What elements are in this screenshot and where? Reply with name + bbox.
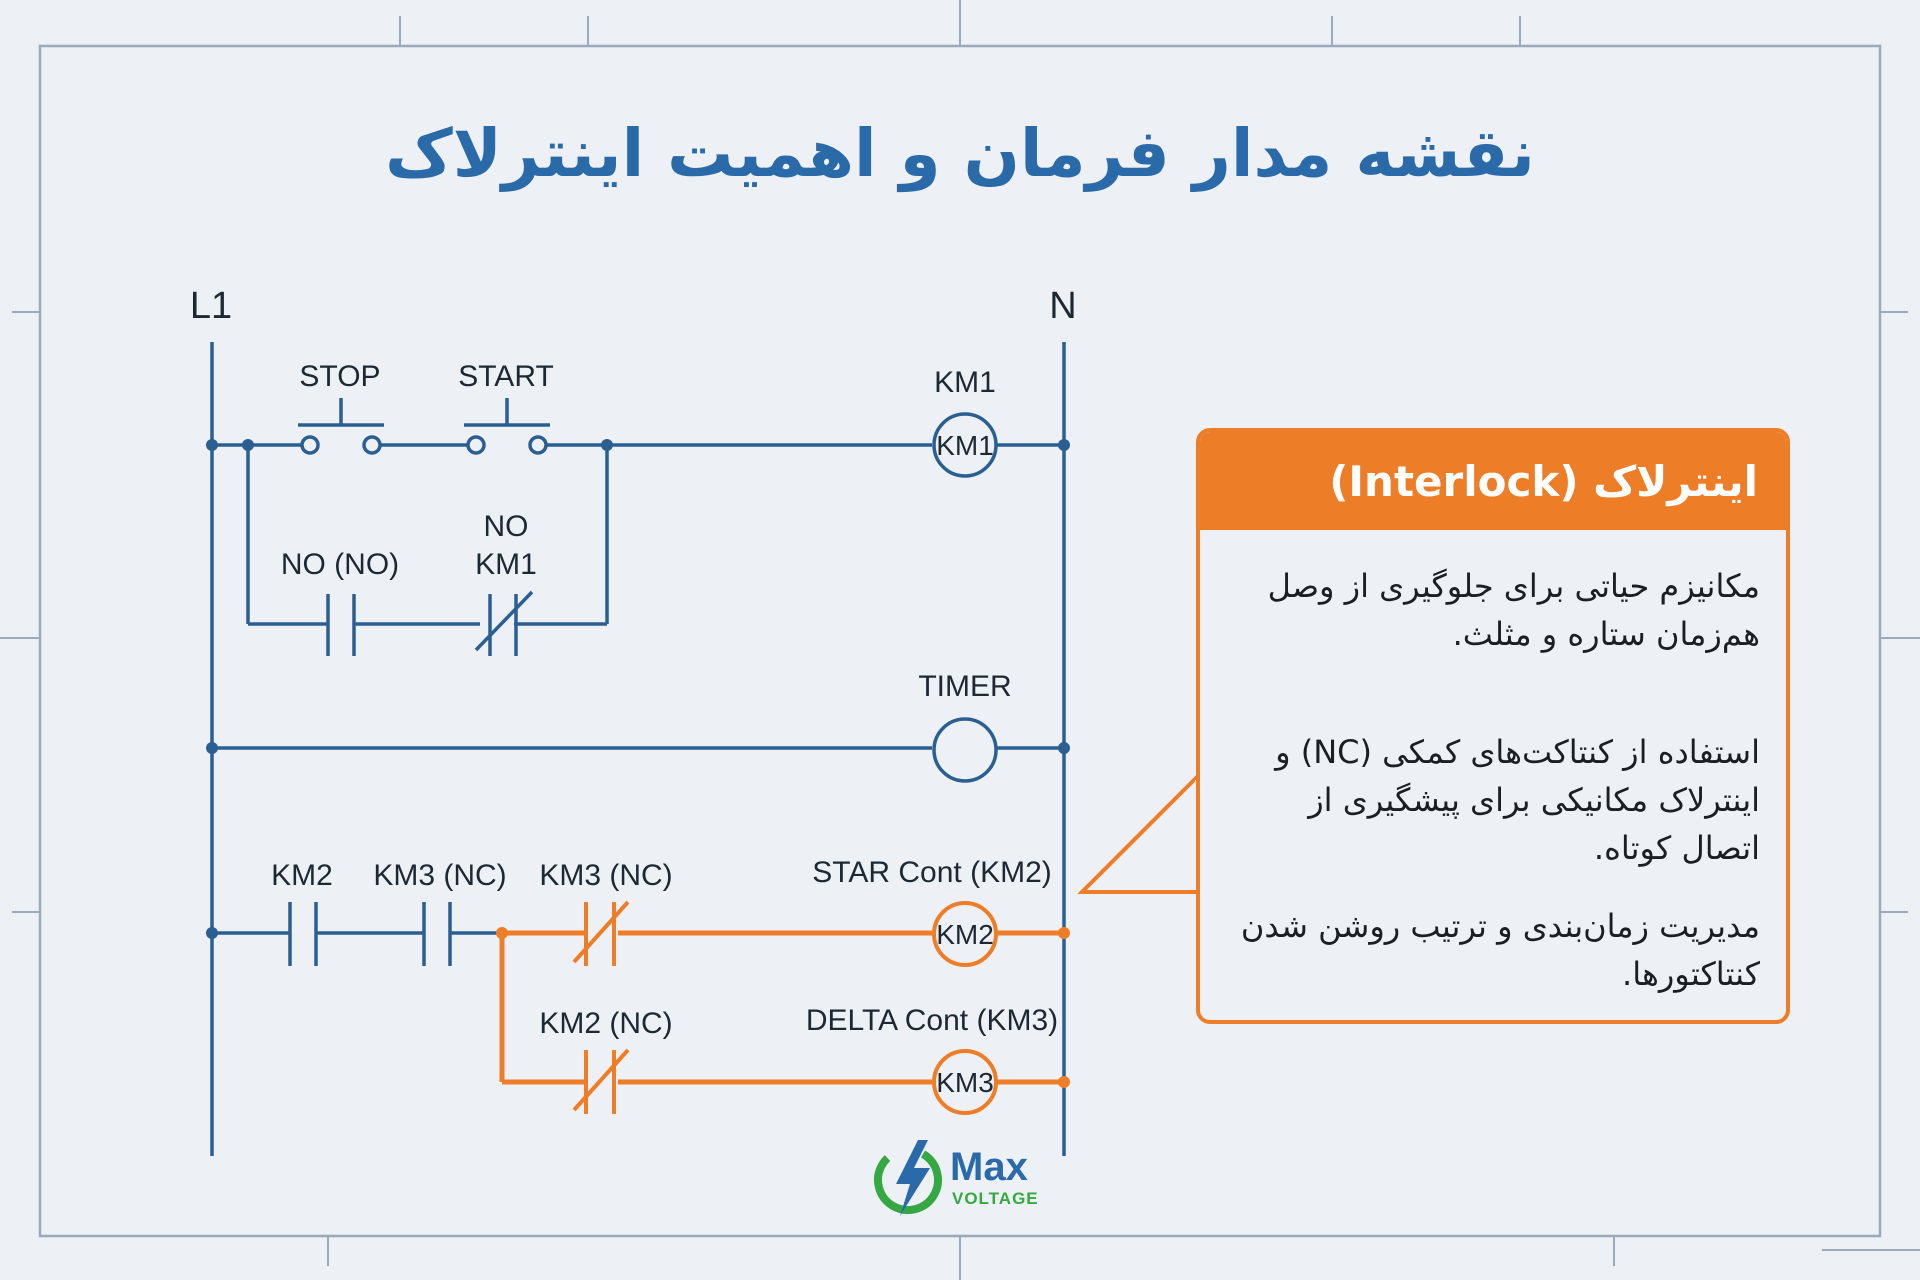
max-voltage-logo: Max VOLTAGE (874, 1140, 1039, 1216)
callout-paragraph-1: مکانیزم حیاتی برای جلوگیری از وصل هم‌زما… (1267, 567, 1760, 653)
interlock-callout: اینترلاک (Interlock) مکانیزم حیاتی برای … (1196, 428, 1790, 1024)
km1-coil-text: KM1 (936, 430, 994, 461)
rail-label-l1: L1 (190, 285, 232, 327)
km3-nc-contact-1: KM3 (NC) (373, 859, 507, 966)
callout-paragraph-3: مدیریت زمان‌بندی و ترتیب روشن شدن کنتاکت… (1240, 907, 1760, 993)
km2-no-contact: KM2 (271, 859, 333, 966)
branch-km1-contact: NO KM1 (474, 510, 537, 656)
callout-header: اینترلاک (Interlock) (1200, 432, 1786, 530)
timer-label: TIMER (918, 670, 1011, 703)
km3-coil-text: KM3 (936, 1067, 994, 1098)
rung-1: STOP START KM1 KM1 NO (NO) N (206, 360, 1070, 656)
rung-2: TIMER (206, 670, 1070, 783)
rail-label-n: N (1049, 285, 1076, 327)
star-coil-label: STAR Cont (KM2) (812, 856, 1052, 889)
lightning-bolt-icon (896, 1140, 930, 1216)
callout-pointer (1077, 771, 1200, 894)
branch-km1-label-bottom: KM1 (475, 548, 537, 581)
km1-coil-label: KM1 (934, 366, 996, 399)
stop-label: STOP (299, 360, 380, 393)
branch-no-label: NO (NO) (281, 548, 399, 581)
km2-nc-label: KM2 (NC) (539, 1007, 672, 1040)
rung-4: KM2 (NC) DELTA Cont (KM3) KM3 (499, 933, 1070, 1115)
start-pushbutton: START (458, 360, 554, 455)
branch-no-contact: NO (NO) (281, 548, 399, 656)
rung-3: KM2 KM3 (NC) KM3 (NC) STAR Cont (KM2) KM… (206, 856, 1070, 967)
km1-coil (932, 412, 998, 478)
km3-nc-contact-2: KM3 (NC) (539, 859, 673, 966)
km2-coil (932, 901, 998, 967)
callout-paragraph-2: استفاده از کنتاکت‌های کمکی (NC) و اینترل… (1275, 733, 1760, 867)
km2-label: KM2 (271, 859, 333, 892)
km2-nc-contact: KM2 (NC) (539, 1007, 673, 1114)
stop-pushbutton: STOP (298, 360, 384, 455)
timer-coil (932, 717, 998, 783)
page-title: نقشه مدار فرمان و اهمیت اینترلاک (385, 115, 1535, 193)
km3-nc-label-2: KM3 (NC) (539, 859, 672, 892)
logo-name: Max (950, 1145, 1028, 1189)
km2-coil-text: KM2 (936, 919, 994, 950)
km3-nc-label-1: KM3 (NC) (373, 859, 506, 892)
logo-ring-icon (874, 1146, 942, 1214)
branch-km1-label-top: NO (484, 510, 529, 543)
km3-coil (932, 1049, 998, 1115)
callout-title: اینترلاک (Interlock) (1329, 456, 1758, 506)
logo-sub: VOLTAGE (952, 1189, 1039, 1208)
start-label: START (458, 360, 554, 393)
delta-coil-label: DELTA Cont (KM3) (806, 1004, 1058, 1037)
